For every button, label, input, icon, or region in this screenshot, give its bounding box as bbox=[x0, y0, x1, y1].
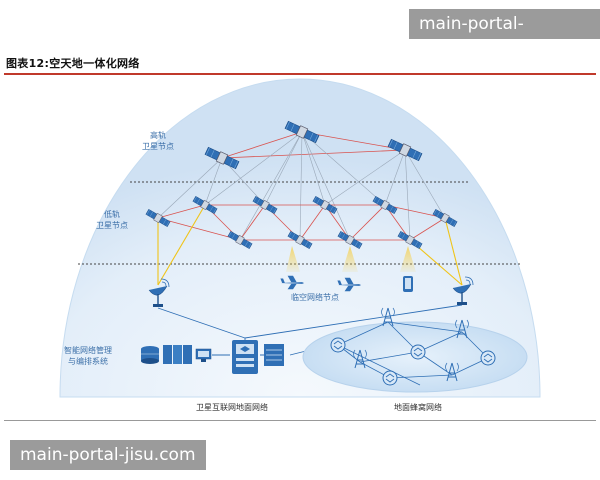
label-ground-network: 卫星互联网地面网络 bbox=[196, 402, 268, 412]
cross-orbit-links bbox=[157, 131, 446, 241]
server-icon bbox=[141, 345, 212, 364]
label-low-orbit-1: 低轨 bbox=[104, 209, 120, 219]
watermark-top: main-portal-jisu.com bbox=[409, 9, 600, 64]
gateway-icon bbox=[232, 340, 284, 374]
label-smart-mgmt-1: 智能网络管理 bbox=[64, 345, 112, 355]
bottom-rule bbox=[4, 420, 596, 421]
phone-icon bbox=[403, 276, 413, 292]
figure-title: 图表12:空天地一体化网络 bbox=[6, 57, 140, 70]
label-smart-mgmt-2: 与编排系统 bbox=[68, 356, 108, 366]
label-low-orbit-2: 卫星节点 bbox=[96, 221, 128, 230]
low-orbit-links bbox=[157, 204, 446, 241]
label-cellular-network: 地面蜂窝网络 bbox=[394, 402, 442, 412]
title-rule bbox=[4, 73, 596, 75]
high-orbit-links bbox=[221, 131, 406, 159]
near-space-beams bbox=[286, 246, 416, 272]
label-high-orbit-2: 卫星节点 bbox=[142, 142, 174, 151]
label-near-space: 临空网络节点 bbox=[291, 292, 339, 302]
label-high-orbit-1: 高轨 bbox=[150, 130, 166, 140]
watermark-bottom: main-portal-jisu.com bbox=[10, 440, 206, 470]
